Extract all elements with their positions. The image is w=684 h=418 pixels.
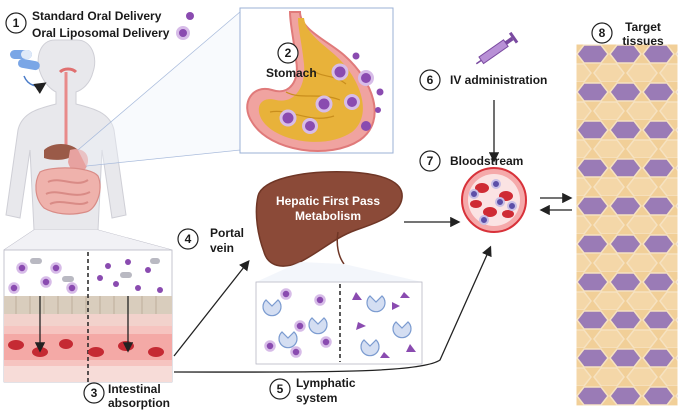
intestinal-panel (3, 229, 173, 383)
portal-label-2: vein (210, 241, 235, 255)
target-label-1: Target (625, 20, 661, 34)
step-8-number: 8 (598, 26, 606, 40)
step-6-number: 6 (426, 73, 434, 87)
liposome-particles (279, 52, 384, 134)
liver-label-2: Metabolism (294, 209, 361, 223)
human-body-figure (5, 39, 127, 231)
syringe-icon (475, 31, 519, 65)
liver-label-1: Hepatic First Pass (275, 194, 381, 208)
bloodstream-label: Bloodstream (450, 154, 524, 168)
liver-illustration (255, 170, 403, 267)
step-1-number: 1 (12, 16, 20, 30)
zoom-line (77, 11, 241, 167)
step-3-number: 3 (90, 386, 98, 400)
lymphatic-label-2: system (296, 391, 338, 405)
target-label-2: tissues (622, 34, 664, 48)
intestinal-label-2: absorption (108, 396, 170, 410)
bloodstream-vessel (461, 167, 527, 233)
target-tissue-pattern (575, 43, 679, 407)
step-4-number: 4 (184, 232, 192, 246)
liposome-dot (176, 26, 190, 40)
lymphatic-label-1: Lymphatic (296, 376, 356, 390)
iv-label: IV administration (450, 73, 548, 87)
flow-arrows (173, 100, 573, 373)
step-5-number: 5 (276, 382, 284, 396)
capsule-icon (10, 50, 47, 94)
legend-liposomal-label: Oral Liposomal Delivery (32, 26, 170, 40)
step-7-number: 7 (426, 154, 434, 168)
step-circles (5, 12, 613, 404)
portal-label-1: Portal (210, 226, 245, 240)
liver-inset (255, 262, 423, 365)
step-2-number: 2 (284, 46, 292, 60)
stomach-label: Stomach (266, 66, 317, 80)
intestinal-label-1: Intestinal (108, 382, 161, 396)
standard-drug-dot (186, 12, 194, 20)
legend-standard-label: Standard Oral Delivery (32, 9, 162, 23)
